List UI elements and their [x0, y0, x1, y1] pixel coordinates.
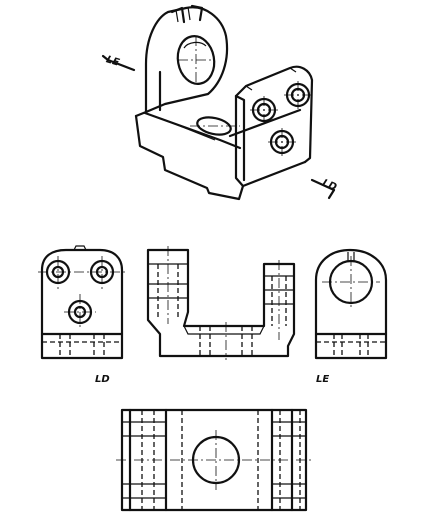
- view-le: [314, 248, 388, 360]
- label-le-view: LE: [316, 374, 330, 385]
- view-front: [146, 246, 296, 360]
- view-top: [116, 408, 312, 512]
- counterbore-holes: [250, 81, 312, 156]
- label-ld-view: LD: [95, 374, 110, 385]
- view-ld: [38, 245, 126, 360]
- isometric-view: [101, 4, 336, 201]
